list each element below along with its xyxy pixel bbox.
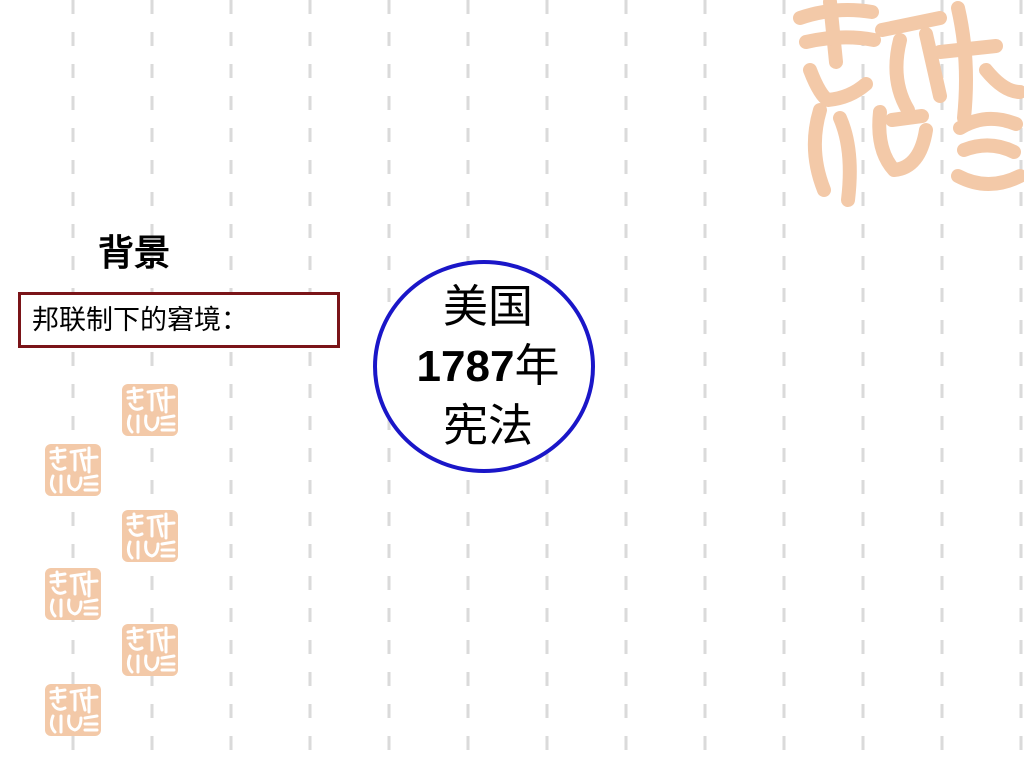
- small-calligraphy-seal-icon: [122, 384, 178, 436]
- circle-text-year-line: 1787年: [377, 338, 599, 395]
- topic-label-box[interactable]: 邦联制下的窘境：: [18, 292, 340, 348]
- circle-text-country: 美国: [442, 280, 533, 333]
- small-calligraphy-seal-icon: [122, 510, 178, 562]
- topic-label-text: 邦联制下的窘境：: [32, 305, 248, 336]
- topic-circle[interactable]: 美国 1787年 宪法: [373, 260, 595, 473]
- section-heading: 背景: [98, 232, 171, 274]
- small-calligraphy-seal-icon: [45, 684, 101, 736]
- small-calligraphy-seal-icon: [122, 624, 178, 676]
- circle-text-year-suffix: 年: [514, 339, 560, 392]
- circle-text-year: 1787: [416, 342, 515, 391]
- circle-text-constitution: 宪法: [442, 399, 533, 452]
- small-calligraphy-seal-icon: [45, 444, 101, 496]
- corner-calligraphy-seal-icon: [793, 0, 1024, 207]
- small-calligraphy-seal-icon: [45, 568, 101, 620]
